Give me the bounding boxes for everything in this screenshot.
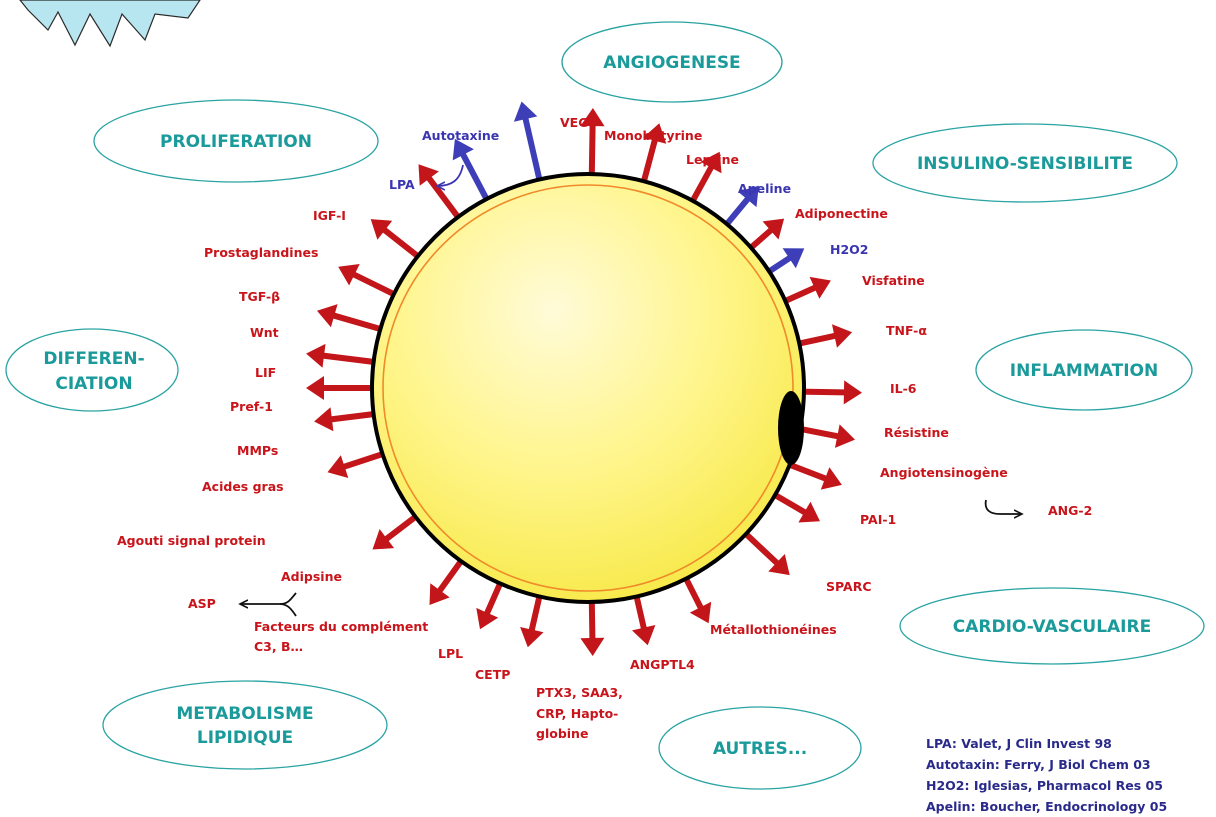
label-lpl: LPL	[438, 646, 463, 661]
label-wnt: Wnt	[250, 325, 279, 340]
category-proliferation: PROLIFERATION	[160, 132, 312, 152]
adipocyte-cell	[372, 174, 804, 602]
complement-fork	[280, 604, 296, 616]
category-insulino-sensibilite: INSULINO-SENSIBILITE	[917, 154, 1133, 174]
label-adiponectine: Adiponectine	[795, 206, 888, 221]
label-pai-1: PAI-1	[860, 512, 896, 527]
label-il-6: IL-6	[890, 381, 917, 396]
label-facteurs-line2: C3, B…	[254, 639, 303, 654]
label-ang-2: ANG-2	[1048, 503, 1092, 518]
label-ptx3-line3: globine	[536, 726, 588, 741]
references: LPA: Valet, J Clin Invest 98 Autotaxin: …	[926, 736, 1167, 814]
category-metabolisme-line1: METABOLISME	[176, 704, 313, 724]
label-angptl4: ANGPTL4	[630, 657, 695, 672]
label-ptx3-line2: CRP, Hapto-	[536, 706, 618, 721]
reference-apelin: Apelin: Boucher, Endocrinology 05	[926, 799, 1167, 814]
label-leptine: Leptine	[686, 152, 739, 167]
cell-membrane	[372, 174, 804, 602]
ellipse-differenciation	[6, 329, 178, 411]
label-resistine: Résistine	[884, 425, 949, 440]
label-prostaglandines: Prostaglandines	[204, 245, 318, 260]
label-tnf-alpha: TNF-α	[886, 323, 927, 338]
nucleus	[778, 391, 804, 465]
label-igf-1: IGF-I	[313, 208, 346, 223]
category-angiogenese: ANGIOGENESE	[603, 53, 740, 73]
starburst-decoration	[20, 0, 200, 46]
label-visfatine: Visfatine	[862, 273, 925, 288]
label-monobutyrine: Monobutyrine	[604, 128, 702, 143]
label-lpa: LPA	[389, 177, 415, 192]
category-inflammation: INFLAMMATION	[1010, 361, 1158, 381]
label-autotaxine: Autotaxine	[422, 128, 499, 143]
label-vegf: VEGF	[560, 115, 597, 130]
label-asp: ASP	[188, 596, 216, 611]
reference-h2o2: H2O2: Iglesias, Pharmacol Res 05	[926, 778, 1163, 793]
category-cardio-vasculaire: CARDIO-VASCULAIRE	[953, 617, 1151, 637]
complement-to-asp-arrow	[240, 593, 296, 604]
label-adipsine: Adipsine	[281, 569, 342, 584]
label-facteurs-line1: Facteurs du complément	[254, 619, 428, 634]
ellipse-metabolisme	[103, 681, 387, 769]
label-tgf-beta: TGF-β	[239, 289, 280, 304]
label-apeline: Apeline	[738, 181, 791, 196]
category-differenciation-line1: DIFFEREN-	[43, 349, 144, 369]
label-mmps: MMPs	[237, 443, 278, 458]
label-ptx3-line1: PTX3, SAA3,	[536, 685, 623, 700]
autotaxine-to-lpa-arrow	[437, 165, 463, 186]
label-metallothioneines: Métallothionéines	[710, 622, 837, 637]
angiotensinogene-to-ang2-arrow	[986, 500, 1022, 514]
reference-autotaxin: Autotaxin: Ferry, J Biol Chem 03	[926, 757, 1151, 772]
label-lif: LIF	[255, 365, 276, 380]
reference-lpa: LPA: Valet, J Clin Invest 98	[926, 736, 1112, 751]
label-agouti: Agouti signal protein	[117, 533, 266, 548]
label-pref-1: Pref-1	[230, 399, 273, 414]
label-sparc: SPARC	[826, 579, 872, 594]
category-differenciation-line2: CIATION	[55, 374, 132, 394]
label-angiotensinogene: Angiotensinogène	[880, 465, 1008, 480]
label-cetp: CETP	[475, 667, 510, 682]
category-autres: AUTRES...	[713, 739, 807, 759]
category-metabolisme-line2: LIPIDIQUE	[197, 728, 293, 748]
label-acides-gras: Acides gras	[202, 479, 284, 494]
label-h2o2: H2O2	[830, 242, 868, 257]
